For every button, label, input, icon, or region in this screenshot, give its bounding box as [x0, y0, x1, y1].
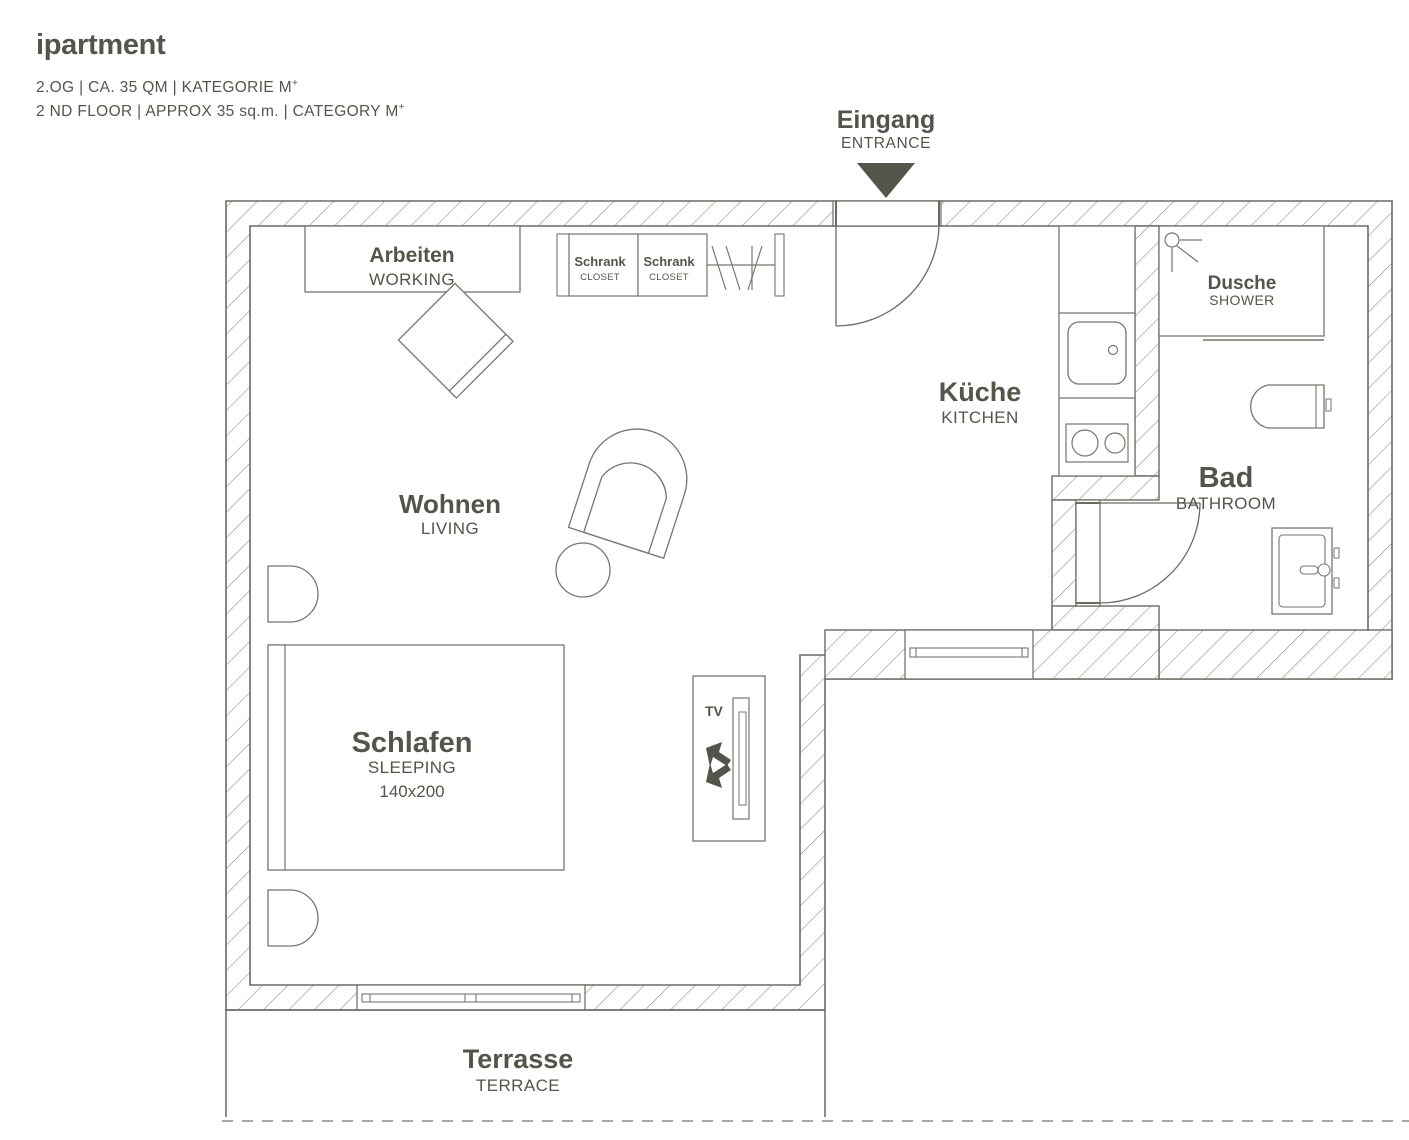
terrace-area: Terrasse TERRACE [222, 1009, 1409, 1122]
meta-en-text: 2 ND FLOOR | APPROX 35 sq.m. | CATEGORY … [36, 103, 399, 121]
room-label-bathroom-de: Bad [1199, 462, 1254, 494]
entrance-door[interactable] [832, 200, 942, 327]
room-label-kitchen: Küche KITCHEN [939, 377, 1022, 427]
closet-1-label-en: CLOSET [580, 272, 620, 283]
entrance-label-en: ENTRANCE [841, 135, 931, 152]
room-label-living: Wohnen LIVING [399, 489, 501, 538]
toilet-fixture [1250, 384, 1332, 429]
desk-chair-back [448, 333, 514, 399]
terrace-sliding-window [356, 984, 586, 1011]
kitchen-sink-drain [1107, 344, 1119, 356]
meta-de-superscript: + [291, 77, 299, 89]
brand-title: ipartment [36, 29, 166, 61]
room-label-sleeping-en: SLEEPING [368, 758, 456, 777]
tv-label: TV [705, 703, 724, 719]
nightstand-lower [267, 889, 319, 947]
entrance-arrow-icon [857, 163, 915, 198]
coat-rack-icon [707, 233, 785, 297]
shower-enclosure [1158, 225, 1325, 341]
room-label-kitchen-en: KITCHEN [941, 408, 1018, 427]
room-label-living-en: LIVING [421, 519, 479, 538]
room-label-working: Arbeiten WORKING [369, 244, 455, 289]
washbasin-faucet-icon [1299, 563, 1331, 577]
entrance-marker-group: Eingang ENTRANCE [837, 106, 936, 198]
closet-1-label-de: Schrank [574, 254, 626, 269]
shower-head-icon [1164, 232, 1202, 272]
room-label-shower-de: Dusche [1208, 273, 1277, 294]
bed-dimension-label: 140x200 [379, 782, 444, 801]
entrance-door-swing-arc [835, 225, 940, 327]
meta-en-superscript: + [398, 102, 405, 114]
tv-unit: TV [692, 675, 766, 842]
room-label-sleeping: Schlafen SLEEPING 140x200 [352, 727, 473, 801]
entrance-label-de: Eingang [837, 106, 936, 134]
room-label-living-de: Wohnen [399, 489, 501, 519]
header-block: ipartment 2.OG | CA. 35 QM | KATEGORIE M… [36, 29, 405, 124]
kitchen-window [904, 629, 1034, 680]
closet-2-label-en: CLOSET [649, 272, 689, 283]
meta-de-text: 2.OG | CA. 35 QM | KATEGORIE M [36, 79, 292, 97]
side-table [555, 542, 611, 598]
burner-large [1071, 429, 1099, 457]
meta-line-english: 2 ND FLOOR | APPROX 35 sq.m. | CATEGORY … [36, 100, 405, 124]
room-label-kitchen-de: Küche [939, 377, 1022, 407]
closet-2-label-de: Schrank [643, 254, 695, 269]
kitchen-counter [1058, 225, 1136, 477]
interior-partition-walls [824, 225, 1393, 680]
washbasin-fixture [1271, 527, 1340, 615]
room-label-working-de: Arbeiten [369, 244, 454, 267]
bed-furniture [267, 644, 565, 871]
tv-swivel-arrows-icon [706, 742, 731, 788]
burner-small [1104, 432, 1126, 454]
kitchen-sink-basin [1067, 321, 1127, 385]
room-label-terrace-en: TERRACE [476, 1076, 560, 1095]
room-label-terrace-de: Terrasse [463, 1044, 574, 1074]
desk-furniture [304, 225, 521, 399]
room-label-working-en: WORKING [369, 270, 455, 289]
meta-line-german: 2.OG | CA. 35 QM | KATEGORIE M+ [36, 76, 405, 100]
room-label-bathroom: Bad BATHROOM [1176, 462, 1276, 513]
closet-units: Schrank CLOSET Schrank CLOSET [556, 233, 708, 297]
room-label-bathroom-en: BATHROOM [1176, 494, 1276, 513]
nightstand-upper [267, 565, 319, 623]
bathroom-door[interactable] [1075, 499, 1201, 607]
bathroom-door-swing-arc [1099, 502, 1201, 604]
room-label-shower-en: SHOWER [1209, 292, 1274, 308]
armchair-furniture [567, 428, 688, 560]
room-label-shower: Dusche SHOWER [1208, 273, 1277, 308]
room-label-sleeping-de: Schlafen [352, 727, 473, 759]
